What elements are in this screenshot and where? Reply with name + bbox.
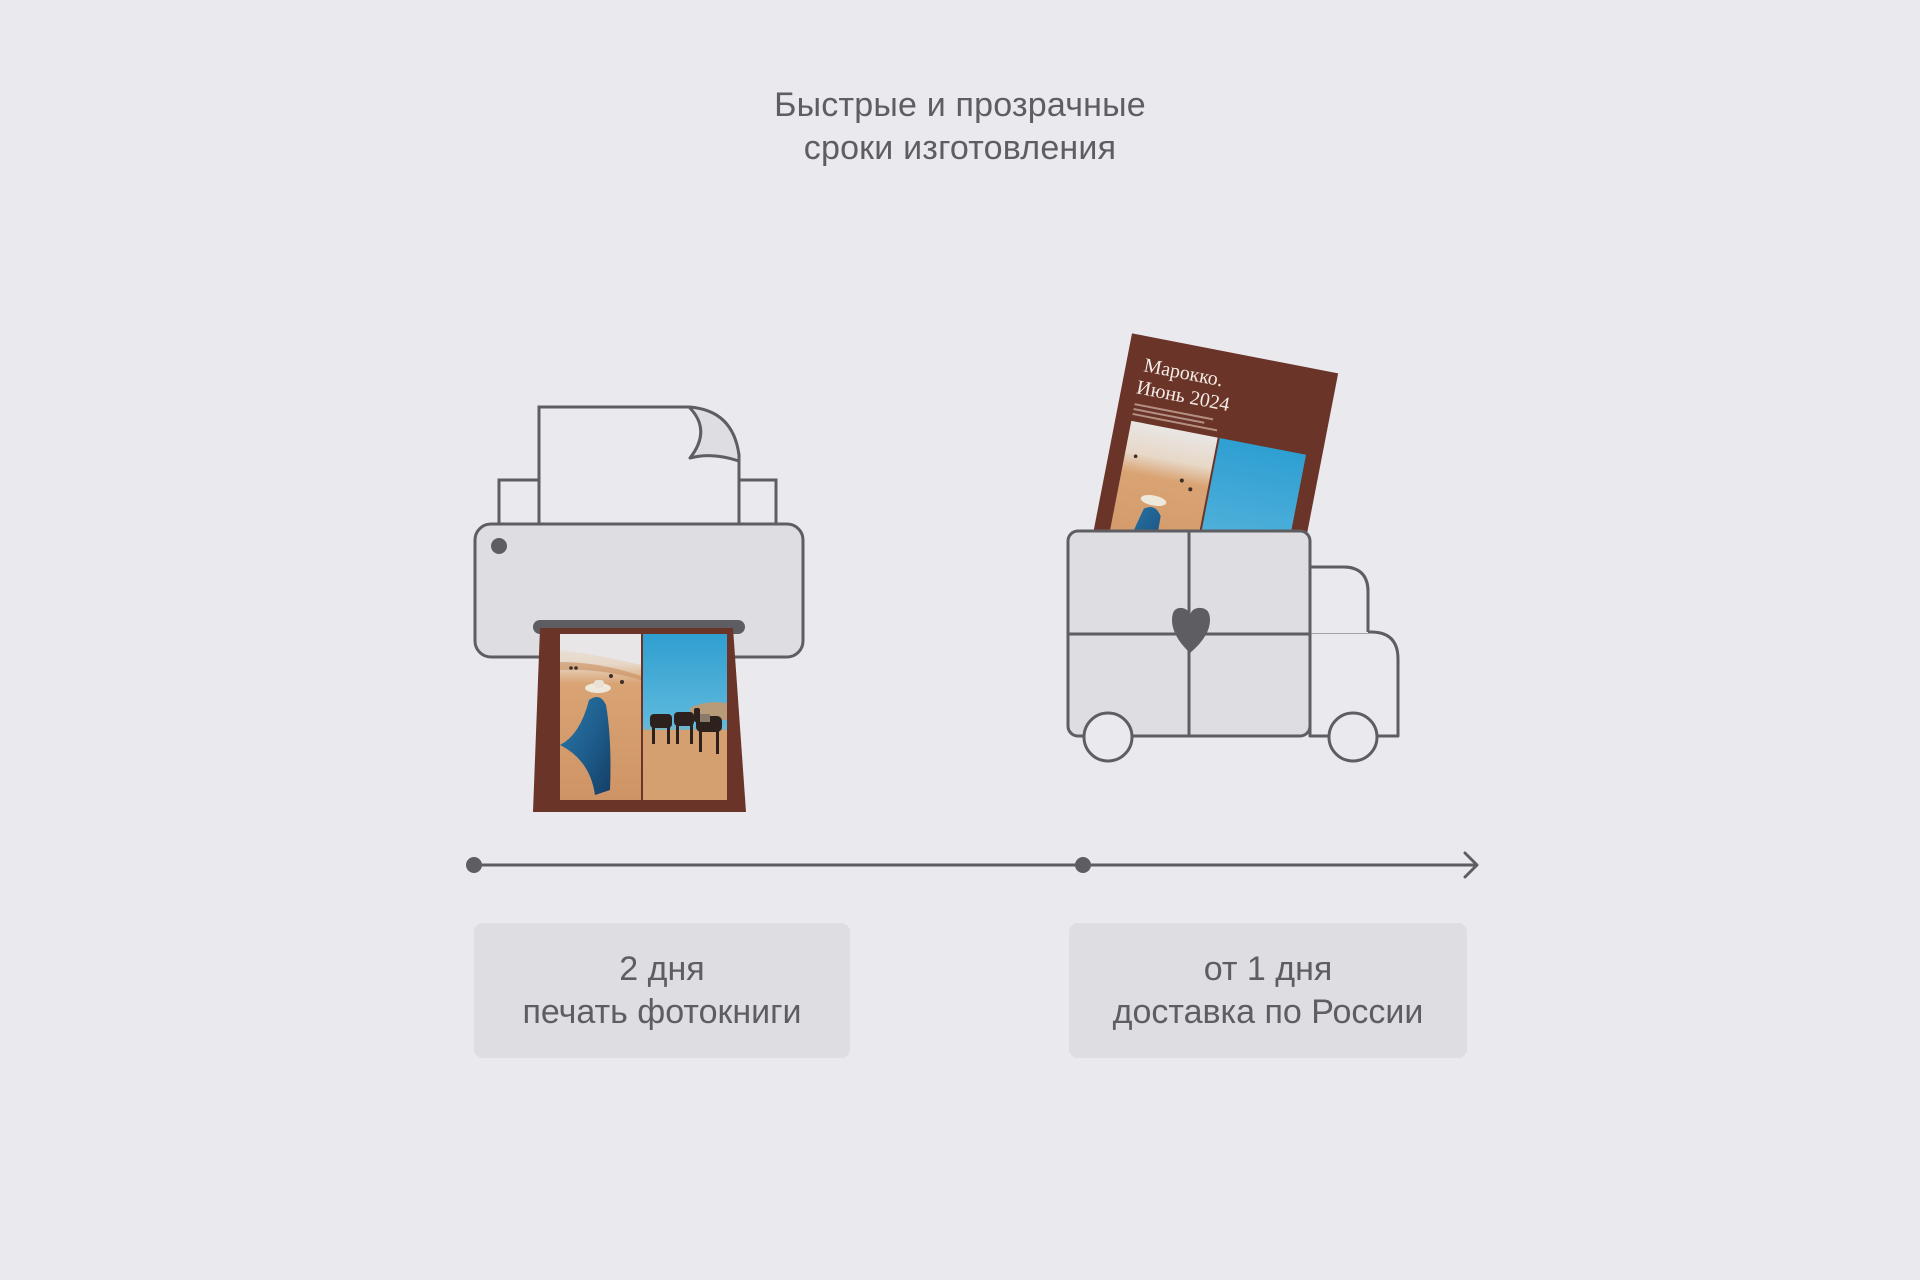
step-print-card: 2 дня печать фотокниги (474, 923, 850, 1058)
wheel-icon (1327, 711, 1379, 763)
title-line-1: Быстрые и прозрачные (774, 86, 1146, 124)
step-delivery-description: доставка по России (1112, 992, 1424, 1031)
timeline-mid-dot (1075, 857, 1091, 873)
step-delivery-card: от 1 дня доставка по России (1069, 923, 1467, 1058)
paper-curl-icon (687, 405, 741, 463)
step-delivery-duration: от 1 дня (1203, 949, 1333, 988)
arrow-right-icon (1463, 851, 1479, 879)
timeline (466, 851, 1479, 879)
title-line-2: сроки изготовления (803, 129, 1117, 167)
step-print-description: печать фотокниги (522, 992, 802, 1031)
delivery-truck-icon (1066, 529, 1400, 763)
printer-power-dot (491, 538, 507, 554)
timeline-start-dot (466, 857, 482, 873)
page-title: Быстрые и прозрачные сроки изготовления (0, 84, 1920, 170)
printed-photobook (533, 628, 746, 812)
heart-icon (1172, 607, 1210, 653)
printer-icon (473, 405, 805, 659)
wheel-icon (1082, 711, 1134, 763)
step-print-duration: 2 дня (619, 949, 705, 988)
